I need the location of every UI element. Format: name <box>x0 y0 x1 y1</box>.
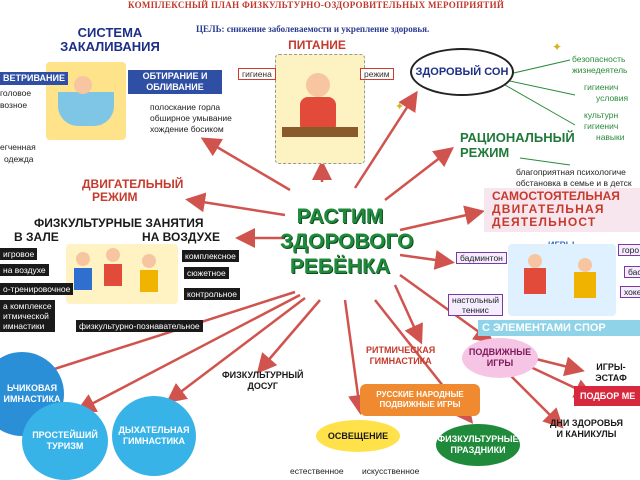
rational-branch <box>519 157 571 166</box>
lighting-artificial: искусственное <box>362 466 420 476</box>
arrow-to-leisure <box>256 299 321 374</box>
sleep-branch-2 <box>504 79 576 96</box>
pe-item-plot: сюжетное <box>184 267 229 279</box>
nutrition-title: ПИТАНИЕ <box>288 38 346 52</box>
arrow-to-mobile <box>399 273 495 343</box>
pe-hall: В ЗАЛЕ <box>14 230 59 244</box>
pe-item-outside: на воздухе <box>0 264 49 276</box>
arrow-to-breath <box>166 297 306 404</box>
arrow-to-games <box>399 250 455 270</box>
arrow-to-independent <box>399 205 485 232</box>
star-icon: ✦ <box>552 40 563 54</box>
lighting-oval: ОСВЕЩЕНИЕ <box>316 420 400 452</box>
arrow-to-sleep <box>353 90 418 189</box>
climate-text-2: обстановка в семье и в детск <box>516 178 632 188</box>
sport-elements-banner: С ЭЛЕМЕНТАМИ СПОР <box>478 320 640 336</box>
arrow-to-motor <box>185 192 286 217</box>
hardening-item-light-2: одежда <box>4 154 34 164</box>
pe-item-complex: комплексное <box>182 250 239 262</box>
lighting-natural: естественное <box>290 466 344 476</box>
page-title: КОМПЛЕКСНЫЙ ПЛАН ФИЗКУЛЬТУРНО-ОЗДОРОВИТЕ… <box>128 0 505 10</box>
sleep-safety-1: безопасность <box>572 54 626 64</box>
arrow-to-rational <box>384 146 454 201</box>
game-badminton: бадминтон <box>456 252 507 264</box>
arrow-to-lighting <box>343 299 368 415</box>
picking-box: ПОДБОР МЕ <box>574 386 640 406</box>
arrow-to-rhythm <box>393 284 423 345</box>
arrow-to-tourism <box>75 293 301 413</box>
sleep-safety-2: жизнедеятель <box>572 65 628 75</box>
sleep-hygiene-1: гигиенич <box>584 82 619 92</box>
game-gorodki: горо <box>618 244 640 256</box>
hardening-title: СИСТЕМА ЗАКАЛИВАНИЯ <box>60 25 160 54</box>
star-icon: ✦ <box>395 101 405 113</box>
climate-text-1: благоприятная психологиче <box>516 167 626 177</box>
game-hockey: хоке <box>620 286 640 298</box>
pe-item-game: игровое <box>0 248 38 260</box>
pe-item-training: о-тренировочное <box>0 283 74 295</box>
label-regime: режим <box>360 68 394 80</box>
hardening-barefoot: хождение босиком <box>150 124 224 134</box>
pe-title: ФИЗКУЛЬТУРНЫЕ ЗАНЯТИЯ <box>34 216 204 230</box>
sleep-branch-3 <box>504 84 576 126</box>
game-basketball: бас <box>624 266 640 278</box>
hardening-item-head: головое <box>0 88 32 98</box>
goal-text: ЦЕЛЬ: снижение заболеваемости и укреплен… <box>196 24 430 34</box>
sleep-culture-1: культурн <box>584 110 619 120</box>
sleep-culture-2: гигиенич <box>584 121 619 131</box>
independent-activity-box <box>484 188 640 232</box>
nutrition-illustration <box>275 54 365 164</box>
healthy-sleep-cloud: ЗДОРОВЫЙ СОН <box>410 48 514 96</box>
sleep-culture-3: навыки <box>596 132 625 142</box>
hardening-gargle: полоскание горла <box>150 102 221 112</box>
label-airing: ВЕТРИВАНИЕ <box>0 72 68 85</box>
hardening-item-air: возное <box>0 100 28 110</box>
label-hygiene: гигиена <box>238 68 276 80</box>
sleep-branch-1 <box>504 59 571 76</box>
arrow-to-finger <box>15 290 296 385</box>
sleep-hygiene-2: условия <box>596 93 629 103</box>
pe-illustration <box>66 244 178 304</box>
independent-title: САМОСТОЯТЕЛЬНАЯ ДВИГАТЕЛЬНАЯ ДЕЯТЕЛЬНОСТ <box>492 189 620 229</box>
hardening-item-light-1: егченная <box>0 142 36 152</box>
central-goal: РАСТИМ ЗДОРОВОГО РЕБЁНКА <box>280 205 414 278</box>
pe-outdoor: НА ВОЗДУХЕ <box>142 230 221 244</box>
games-illustration <box>508 244 616 316</box>
pe-item-control: контрольное <box>184 288 240 300</box>
pe-item-cognitive: физкультурно-познавательное <box>76 320 203 332</box>
arrow-to-days <box>504 369 564 429</box>
relay-games: ИГРЫ-ЭСТАФ <box>595 362 627 383</box>
hardening-washing: обширное умывание <box>150 113 232 123</box>
arrow-to-hardening <box>200 137 291 192</box>
